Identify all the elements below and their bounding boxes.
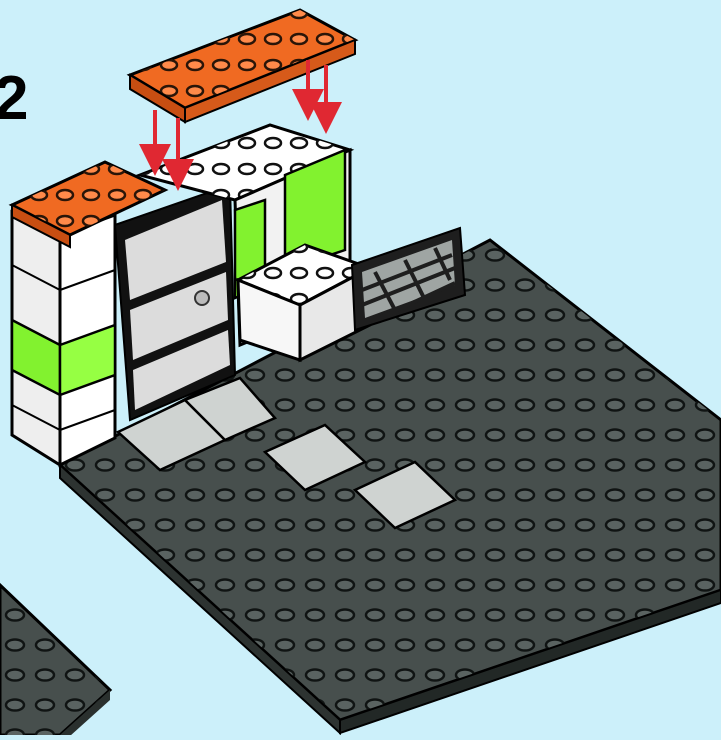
step-number: 2 bbox=[0, 68, 28, 130]
orange-plate-new bbox=[130, 10, 355, 122]
left-wall-column bbox=[12, 212, 115, 465]
partial-baseplate bbox=[0, 585, 110, 735]
door-handle-icon bbox=[195, 291, 209, 305]
